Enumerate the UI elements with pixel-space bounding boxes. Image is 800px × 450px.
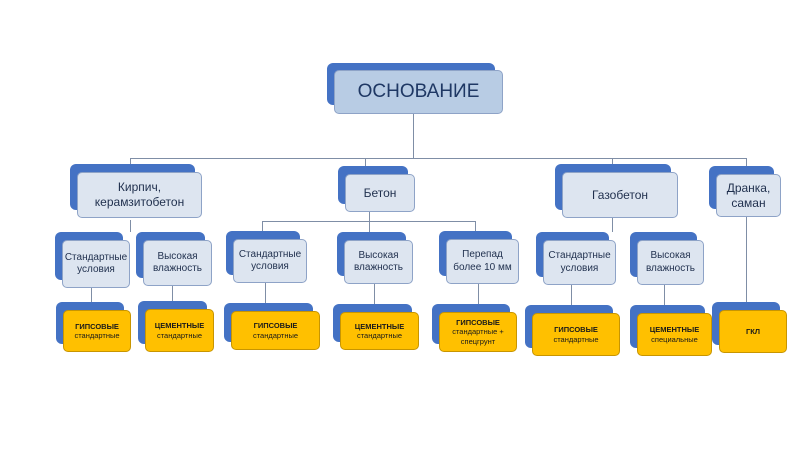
connector: [369, 206, 370, 232]
connector: [130, 220, 131, 232]
connector: [172, 283, 173, 302]
connector: [262, 221, 475, 222]
plaster-concrete-standard-title: ГИПСОВЫЕ: [253, 321, 298, 331]
plaster-aerated-standard-subtitle: стандартные: [553, 334, 599, 344]
condition-aerated-standard-label: Стандартные условия: [543, 240, 616, 285]
condition-brick-standard: Стандартные условия: [55, 232, 130, 288]
condition-aerated-standard: Стандартные условия: [536, 232, 616, 285]
plaster-aerated-humid: ЦЕМЕНТНЫЕ специальные: [630, 305, 712, 356]
connector: [746, 216, 747, 302]
plaster-aerated-humid-title: ЦЕМЕНТНЫЕ: [649, 325, 700, 335]
connector: [746, 158, 747, 170]
plaster-brick-standard-subtitle: стандартные: [74, 331, 120, 340]
plaster-brick-standard-title: ГИПСОВЫЕ: [75, 321, 119, 331]
plaster-concrete-drop-subtitle: стандартные + спецгрунт: [452, 327, 504, 346]
plaster-concrete-humid-title: ЦЕМЕНТНЫЕ: [354, 321, 405, 331]
connector: [612, 218, 613, 232]
plaster-aerated-humid-subtitle: специальные: [651, 334, 698, 344]
connector: [664, 283, 665, 305]
connector: [262, 221, 263, 231]
category-lath-label: Дранка, саман: [716, 174, 781, 217]
plaster-brick-standard: ГИПСОВЫЕ стандартные: [56, 302, 131, 352]
plaster-lath-title: ГКЛ: [745, 326, 761, 336]
connector: [91, 285, 92, 302]
plaster-concrete-drop-title: ГИПСОВЫЕ: [456, 317, 500, 327]
condition-concrete-humid-label: Высокая влажность: [344, 240, 413, 284]
condition-aerated-humid-label: Высокая влажность: [637, 240, 704, 285]
category-concrete-label: Бетон: [345, 174, 415, 212]
category-concrete: Бетон: [338, 166, 415, 212]
condition-concrete-drop: Перепад более 10 мм: [439, 231, 519, 284]
connector: [265, 281, 266, 303]
plaster-lath: ГКЛ: [712, 302, 787, 353]
condition-concrete-humid: Высокая влажность: [337, 232, 413, 284]
category-brick-label: Кирпич, керамзитобетон: [77, 172, 202, 218]
condition-concrete-standard: Стандартные условия: [226, 231, 307, 283]
category-aerated: Газобетон: [555, 164, 678, 218]
connector: [475, 221, 476, 231]
condition-concrete-drop-label: Перепад более 10 мм: [446, 239, 519, 284]
condition-brick-humid: Высокая влажность: [136, 232, 212, 286]
condition-aerated-humid: Высокая влажность: [630, 232, 704, 285]
plaster-concrete-standard-subtitle: стандартные: [252, 330, 299, 340]
condition-brick-humid-label: Высокая влажность: [143, 240, 212, 286]
connector: [365, 158, 366, 173]
plaster-aerated-standard-title: ГИПСОВЫЕ: [554, 325, 598, 335]
plaster-concrete-humid-subtitle: стандартные: [356, 331, 403, 340]
plaster-brick-humid-title: ЦЕМЕНТНЫЕ: [154, 321, 205, 331]
connector: [374, 282, 375, 304]
condition-brick-standard-label: Стандартные условия: [62, 240, 130, 288]
plaster-concrete-drop: ГИПСОВЫЕ стандартные + спецгрунт: [432, 304, 517, 352]
category-brick: Кирпич, керамзитобетон: [70, 164, 202, 218]
root-label: ОСНОВАНИЕ: [334, 70, 503, 114]
connector: [130, 158, 747, 159]
plaster-concrete-standard: ГИПСОВЫЕ стандартные: [224, 303, 320, 350]
connector: [413, 110, 414, 159]
plaster-brick-humid: ЦЕМЕНТНЫЕ стандартные: [138, 301, 214, 352]
plaster-brick-humid-subtitle: стандартные: [156, 330, 203, 340]
connector: [478, 282, 479, 304]
connector: [571, 283, 572, 305]
root-node: ОСНОВАНИЕ: [327, 63, 503, 114]
plaster-aerated-standard: ГИПСОВЫЕ стандартные: [525, 305, 620, 356]
category-aerated-label: Газобетон: [562, 172, 678, 218]
condition-concrete-standard-label: Стандартные условия: [233, 239, 307, 283]
plaster-concrete-humid: ЦЕМЕНТНЫЕ стандартные: [333, 304, 419, 350]
category-lath: Дранка, саман: [709, 166, 781, 217]
